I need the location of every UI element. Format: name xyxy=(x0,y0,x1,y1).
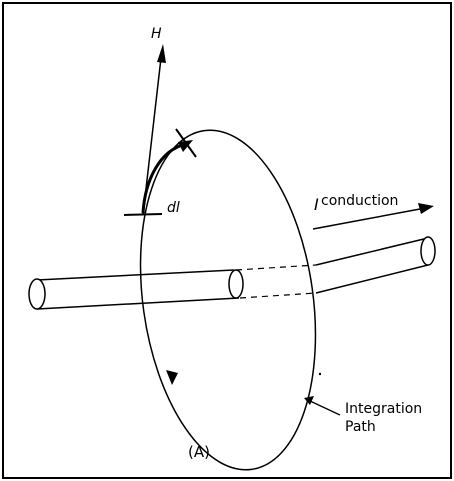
cylinder-left-bottom-edge xyxy=(36,297,240,310)
loop-dot xyxy=(318,372,322,376)
conductor-cylinder xyxy=(28,236,436,310)
integration-loop xyxy=(139,129,317,471)
current-symbol-label: I xyxy=(314,195,319,214)
dl-end-tick xyxy=(175,128,197,158)
current-arrow xyxy=(312,203,434,230)
integration-path-label-line1: Integration xyxy=(345,401,422,417)
cylinder-hidden-bottom-edge xyxy=(239,292,317,299)
loop-direction-arrow xyxy=(166,370,178,385)
cylinder-right-end xyxy=(420,236,436,266)
cylinder-cut-face xyxy=(228,269,244,299)
current-subscript-label: conduction xyxy=(321,193,398,209)
cylinder-right-bottom-edge xyxy=(315,264,429,294)
integration-path-pointer xyxy=(304,396,341,416)
cylinder-left-end xyxy=(28,278,46,310)
integration-path-label-line2: Path xyxy=(345,419,376,435)
cylinder-left-top-edge xyxy=(36,269,235,281)
dl-start-tick xyxy=(123,213,163,216)
dl-element xyxy=(123,128,197,216)
cylinder-right-top-edge xyxy=(315,237,429,266)
dl-label: dl xyxy=(167,200,180,216)
cylinder-hidden-top-edge xyxy=(235,264,317,271)
h-label: H xyxy=(151,26,162,42)
panel-label: (A) xyxy=(188,443,210,461)
